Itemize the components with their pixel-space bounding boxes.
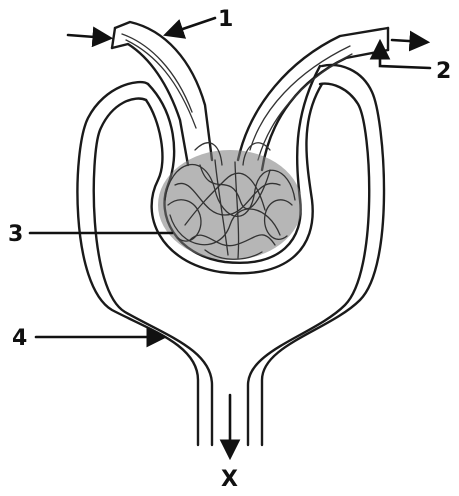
efferent-arteriole bbox=[238, 28, 388, 170]
inflow-arrow bbox=[68, 35, 108, 38]
label-1: 1 bbox=[218, 7, 233, 32]
label-3: 3 bbox=[8, 222, 23, 247]
outflow-arrow bbox=[392, 40, 425, 42]
glomerulus bbox=[158, 143, 302, 260]
leader-1 bbox=[168, 18, 215, 34]
label-2: 2 bbox=[436, 59, 451, 84]
label-4: 4 bbox=[12, 326, 27, 351]
label-x: X bbox=[221, 467, 238, 492]
